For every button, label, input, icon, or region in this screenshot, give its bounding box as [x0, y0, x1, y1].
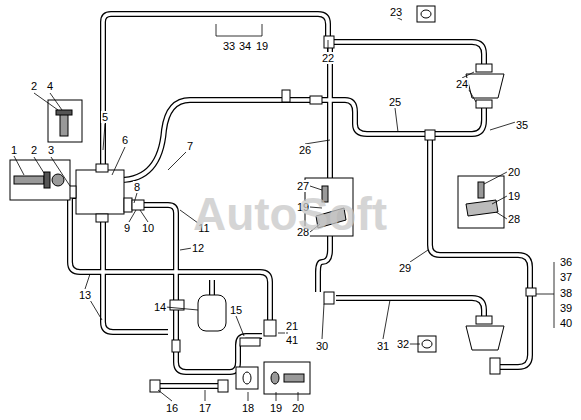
callout-number: 22 — [321, 52, 335, 64]
callout-number: 39 — [559, 302, 573, 314]
callout-number: 2 — [30, 144, 38, 156]
callout-number: 13 — [78, 289, 92, 301]
callout-number: 18 — [241, 402, 255, 414]
callout-number: 19 — [507, 190, 521, 202]
callout-number: 14 — [153, 301, 167, 313]
callout-number: 19 — [255, 40, 269, 52]
callout-number: 28 — [507, 213, 521, 225]
callout-number: 5 — [101, 111, 109, 123]
callout-number: 20 — [291, 402, 305, 414]
callout-number: 41 — [285, 334, 299, 346]
callout-number: 12 — [191, 242, 205, 254]
callout-number: 32 — [396, 338, 410, 350]
callout-number: 10 — [141, 222, 155, 234]
callout-number: 31 — [376, 340, 390, 352]
callout-number: 35 — [515, 119, 529, 131]
callout-number: 1 — [10, 144, 18, 156]
callout-number: 4 — [46, 80, 54, 92]
watermark: AutoSoft — [193, 187, 387, 241]
callout-number: 33 — [222, 40, 236, 52]
callout-number: 23 — [389, 6, 403, 18]
callout-number: 20 — [507, 166, 521, 178]
callout-number: 7 — [186, 140, 194, 152]
callout-number: 29 — [398, 262, 412, 274]
callout-number: 15 — [229, 304, 243, 316]
callout-number: 37 — [559, 271, 573, 283]
callout-number: 34 — [238, 40, 252, 52]
callout-number: 17 — [198, 402, 212, 414]
callout-number: 21 — [285, 320, 299, 332]
callout-number: 36 — [559, 256, 573, 268]
callout-number: 6 — [121, 134, 129, 146]
callout-number: 40 — [559, 317, 573, 329]
callout-number: 2 — [30, 80, 38, 92]
callout-number: 8 — [133, 181, 141, 193]
callout-number: 9 — [123, 222, 131, 234]
callout-number: 26 — [298, 144, 312, 156]
callout-number: 16 — [165, 402, 179, 414]
callout-number: 24 — [455, 78, 469, 90]
callout-number: 38 — [559, 287, 573, 299]
callout-number: 30 — [315, 340, 329, 352]
callout-number: 3 — [47, 144, 55, 156]
callout-number: 25 — [388, 96, 402, 108]
callout-number: 19 — [269, 402, 283, 414]
